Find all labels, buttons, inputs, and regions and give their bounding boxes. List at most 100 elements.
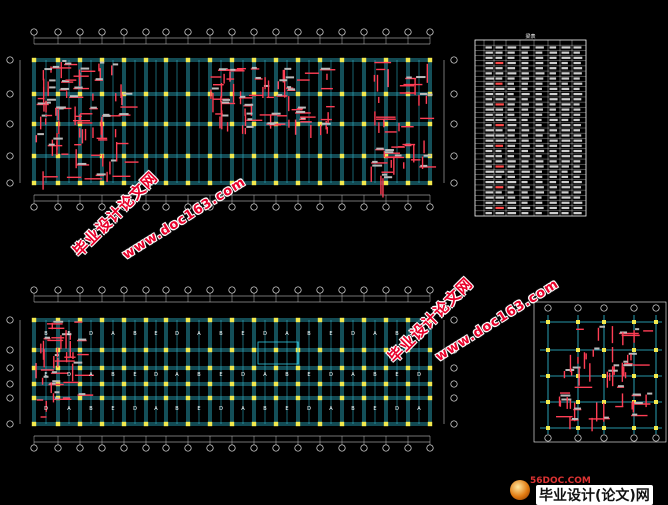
table-cell-text [521,113,529,116]
axis-bubble [184,28,192,36]
stair-box [257,341,299,365]
column-node [77,57,83,63]
column-node [163,347,169,353]
rebar-label [632,413,638,416]
axis-bubble [574,304,582,312]
table-cell-text [485,72,492,75]
column-node [207,365,213,371]
column-node [31,421,37,427]
column-node [273,153,279,159]
table-cell-text [549,206,557,210]
axis-bubble [382,203,390,211]
column-node [295,381,301,387]
detail-column [654,320,658,324]
axis-bubble [6,394,14,402]
axis-bubble [426,286,434,294]
table-cell-text [485,51,493,54]
column-node [99,91,105,97]
column-node [31,347,37,353]
rebar-label [90,106,97,109]
rebar-label [270,122,275,125]
column-node [77,180,83,186]
rebar-label [218,68,228,71]
table-cell-text [507,67,516,70]
table-cell-text [521,124,529,127]
table-cell-text [495,72,504,75]
column-node [383,395,389,401]
column-node [361,121,367,127]
rebar-label [394,154,402,157]
column-node [229,381,235,387]
rebar-label [44,336,50,339]
column-node [99,421,105,427]
table-cell-text [573,92,583,96]
axis-bubble [228,444,236,452]
detail-column [602,426,606,430]
axis-bubble [294,28,302,36]
table-cell-text [507,129,515,132]
axis-bubble [338,286,346,294]
table-cell-text [549,103,556,106]
column-node [317,153,323,159]
table-cell-text [573,82,583,85]
table-cell-text [485,165,492,168]
column-node [121,153,127,159]
axis-bubble [382,286,390,294]
table-cell-text [535,103,543,106]
table-cell-text [495,61,504,65]
column-node [77,153,83,159]
column-node [55,317,61,323]
axis-bubble [294,286,302,294]
column-node [295,121,301,127]
table-cell-text [485,67,494,70]
axis-bubble [250,28,258,36]
table-cell-text [507,212,517,215]
column-node [207,121,213,127]
table-cell-text [561,92,570,96]
column-node [251,153,257,159]
column-node [383,365,389,371]
table-cell-text [485,155,494,158]
table-cell-text [535,144,544,147]
rebar-label [628,352,637,355]
table-cell-text [561,134,570,137]
table-cell-text [521,92,530,96]
column-node [317,91,323,97]
column-node [207,153,213,159]
table-cell-text [521,87,528,90]
column-node [121,57,127,63]
rebar-label [51,371,57,374]
column-node [31,91,37,97]
rebar-label [52,65,60,68]
column-node [251,121,257,127]
column-node [405,347,411,353]
column-node [229,57,235,63]
panel-letter: E [241,331,244,337]
column-node [427,317,433,323]
table-cell-text [485,87,494,90]
table-cell-text [507,180,517,184]
column-node [99,180,105,186]
column-node [77,347,83,353]
table-cell-text [507,196,516,199]
axis-bubble [6,90,14,98]
detail-column [632,426,636,430]
rebar-label [49,382,56,385]
column-node [77,365,83,371]
table-cell-text [485,175,494,178]
rebar-label [255,76,261,79]
table-cell-text [485,124,492,127]
rebar-label [300,117,306,120]
axis-bubble [272,444,280,452]
column-node [361,317,367,323]
rebar-label [279,79,288,82]
column-node [77,317,83,323]
rebar-label [617,385,624,388]
table-cell-text [535,72,545,75]
rebar-label [74,86,83,89]
table-cell-text [561,196,571,199]
table-cell-text [495,124,504,127]
rebar-label [632,393,641,396]
table-cell-text [495,46,503,49]
column-node [251,57,257,63]
